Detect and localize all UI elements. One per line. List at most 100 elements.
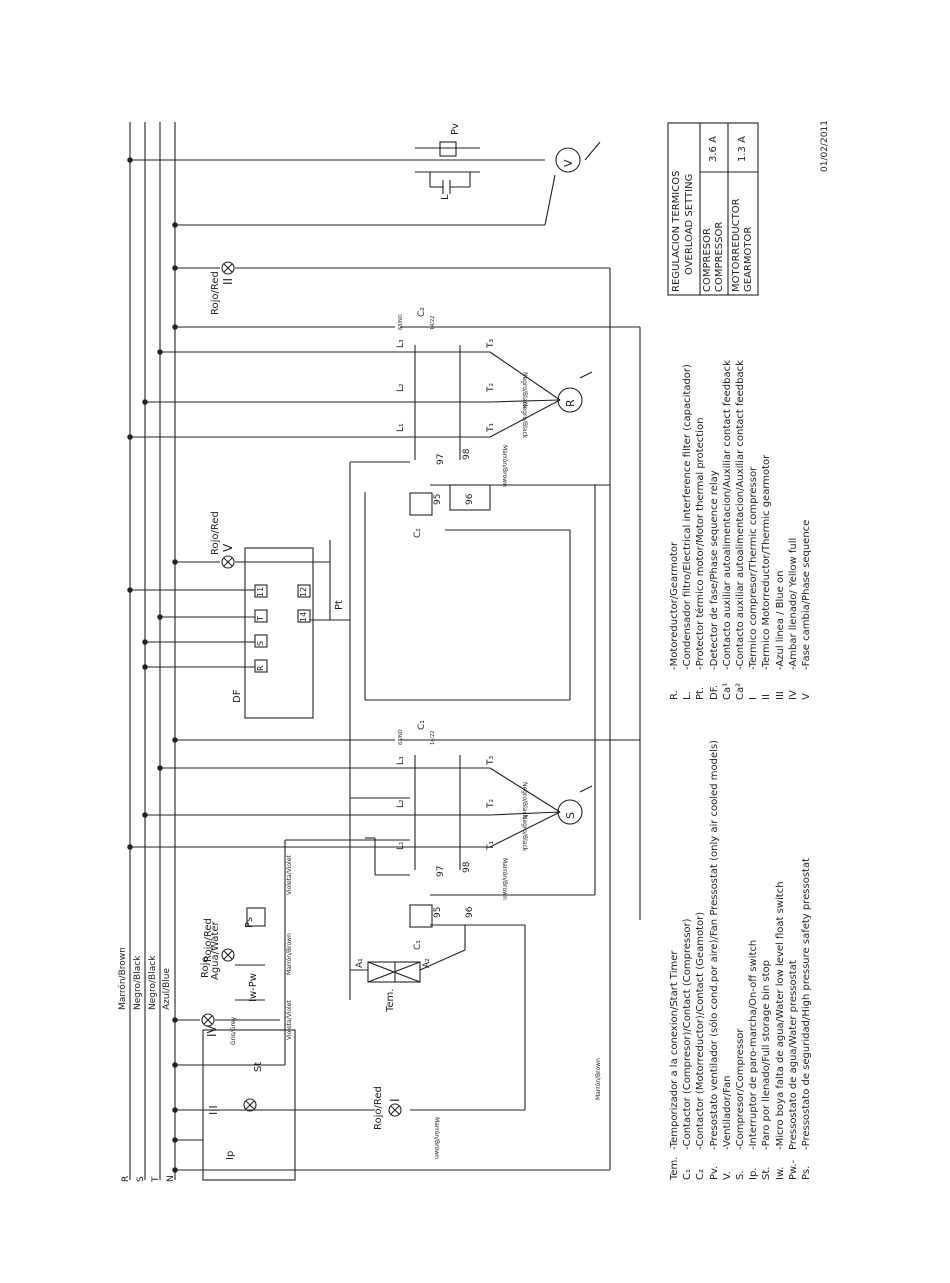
n95-upper: 95 <box>433 493 443 505</box>
negro-lower-2: Negro/Black <box>521 815 528 852</box>
wire-label-marron-2: Marrón/Brown <box>286 933 293 975</box>
iw-pw-label: Iw-Pw <box>248 973 259 1002</box>
ca1-top: 63/NO <box>398 729 404 745</box>
terminal-dot <box>127 157 133 163</box>
terminal-dot <box>172 559 178 565</box>
c2-label: C₂ <box>413 528 423 538</box>
legend-code: Pv. <box>708 1165 720 1180</box>
fan-motor-circle <box>555 147 581 173</box>
motor-r-label: R <box>564 399 577 407</box>
legend-text: -Contactor (Compresor)/Contact (Compress… <box>682 918 694 1150</box>
t3-lower-label: T₃ <box>486 755 496 765</box>
rail-label-r: R <box>121 1175 131 1182</box>
rail-terminals <box>127 157 178 1173</box>
df-term-12: 12 <box>299 586 308 597</box>
lamp-iv-numeral: IV <box>205 1025 219 1037</box>
pt-label: Pt <box>334 600 345 610</box>
terminal-dot <box>142 399 148 405</box>
negro-lower-3: Negro/Black <box>521 782 528 819</box>
st-label: St <box>253 1061 264 1072</box>
legend-code: V. <box>721 1171 733 1180</box>
legend-code: III <box>774 691 786 700</box>
terminal-dot <box>172 324 178 330</box>
legend-text: -Termico Motorreductor/Thermic gearmotor <box>761 454 773 670</box>
n97-upper: 97 <box>436 453 446 465</box>
df-term-s: S <box>256 640 265 646</box>
a2-label-timer: A₂ <box>422 958 432 968</box>
power-rails <box>129 122 176 1180</box>
legend-code: IV <box>787 690 799 700</box>
rail-label-n: N <box>166 1175 176 1182</box>
wire-label-violeta-2: Violeta/Violet <box>286 855 293 895</box>
terminal-dot <box>157 765 163 771</box>
lamp-v-symbol <box>221 555 235 569</box>
df-term-14: 14 <box>299 611 308 622</box>
gearmotor-circle <box>557 387 583 413</box>
legend-code: L. <box>682 691 694 700</box>
terminal-dot <box>172 1107 178 1113</box>
lamp-v-numeral: V <box>221 543 235 552</box>
legend-text: -Micro boya falta de agua/Water low leve… <box>774 881 786 1150</box>
t1-lower-label: T₁ <box>486 840 496 850</box>
circuit-wiring <box>130 141 641 1181</box>
document-date: 01/02/2011 <box>820 120 830 172</box>
legend-code: R. <box>669 690 680 700</box>
lamp-ii-symbol <box>221 261 235 275</box>
legend-code: Pw.- <box>787 1159 799 1180</box>
lamp-ii-numeral: II <box>221 277 235 285</box>
switch-block-label: III <box>207 1105 220 1115</box>
wire-label-violeta-1: Violeta/Violet <box>286 1000 293 1040</box>
overload-row2-en: GEARMOTOR <box>743 226 754 292</box>
lamp-i-color: Rojo/Red <box>373 1086 384 1130</box>
legend-text: Pressostato de agua/Water pressostat <box>787 960 799 1150</box>
wire-label-negro-2: Negro/Black <box>148 955 158 1010</box>
legend-code: Pt. <box>695 686 707 700</box>
contactor-c2-coil <box>409 492 433 516</box>
terminal-dot <box>172 265 178 271</box>
df-term-t: T <box>256 616 265 621</box>
terminal-dot <box>157 349 163 355</box>
t1-upper-label: T₁ <box>486 422 496 432</box>
legend-text: -Azul linea / Blue on <box>774 570 786 670</box>
terminal-dot <box>172 222 178 228</box>
legend-text: -Ambar llenado/ Yellow full <box>787 537 799 670</box>
legend-text: -Interruptor de paro-marcha/On-off switc… <box>748 939 760 1150</box>
legend-text: -Compresor/Compressor <box>735 1028 746 1150</box>
a1-label-timer: A₁ <box>355 958 365 968</box>
legend-code: Iw. <box>774 1166 786 1180</box>
pv-label: Pv <box>450 123 461 135</box>
rail-label-s: S <box>136 1176 146 1182</box>
lamp-iv-symbol <box>201 1013 215 1027</box>
terminal-dot <box>142 639 148 645</box>
terminal-dot <box>172 1062 178 1068</box>
overload-title-es: REGULACION TERMICOS <box>671 170 682 292</box>
motor-s-label: S <box>564 812 577 819</box>
wire-label-negro-1: Negro/Black <box>133 955 143 1010</box>
negro-upper-2: Negro/Black <box>521 402 528 439</box>
legend-code: St. <box>761 1166 773 1180</box>
legend-text: -Contacto auxiliar autoalimentacion/Auxi… <box>735 360 746 670</box>
legend-text: -Ventilador/Fan <box>721 1075 733 1150</box>
legend-text: -Contacto auxiliar autoalimentacion/Auxi… <box>721 360 733 670</box>
ps-label: Ps <box>244 916 255 928</box>
terminal-dot <box>127 844 133 850</box>
l3-lower-label: L₃ <box>396 756 406 765</box>
ca2-label: C₂ <box>417 307 427 317</box>
lamp-symbols <box>201 261 402 1117</box>
l1-upper-label: L₁ <box>396 423 406 432</box>
wire-label-marron: Marrón/Brown <box>118 947 128 1010</box>
legend-code: V <box>801 693 812 700</box>
legend-text: -Fase cambia/Phase sequence <box>801 519 812 670</box>
n97-lower: 97 <box>436 865 446 877</box>
lamp-i-numeral: I <box>388 1098 402 1102</box>
terminal-dot <box>142 664 148 670</box>
n98-upper: 98 <box>462 448 472 460</box>
motor-symbols <box>555 147 593 825</box>
legend-code: C₁ <box>682 1169 694 1180</box>
overload-title-en: OVERLOAD SETTING <box>684 173 695 275</box>
legend-text: -Protector térmico motor/Motor thermal p… <box>695 417 707 670</box>
cap-l-label: L <box>440 194 451 200</box>
terminal-dot <box>157 614 163 620</box>
